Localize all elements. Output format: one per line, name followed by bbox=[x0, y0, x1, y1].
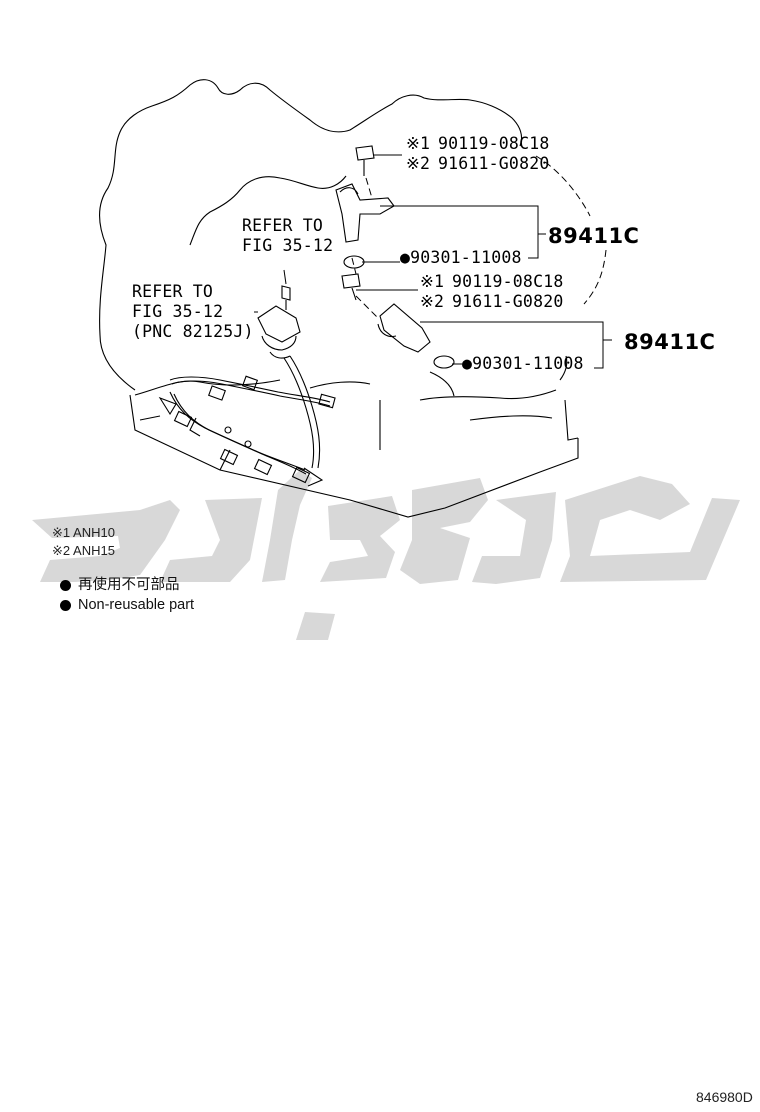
legend-en-text: Non-reusable part bbox=[78, 597, 195, 613]
upper-bolt-part-number-1[interactable]: 90119-08C18 bbox=[438, 134, 550, 153]
left-speed-sensor bbox=[257, 285, 324, 487]
upper-bolt-part-number-2[interactable]: 91611-G0820 bbox=[438, 154, 550, 173]
refer-a-line1: REFER TO bbox=[242, 216, 324, 235]
lower-sensor-group-number[interactable]: 89411C bbox=[624, 330, 716, 354]
upper-sensor-group-number[interactable]: 89411C bbox=[548, 224, 640, 248]
upper-variant-1-marker: ※1 bbox=[406, 134, 431, 153]
lower-variant-2-marker: ※2 bbox=[420, 292, 445, 311]
lower-oring-part-number[interactable]: ●90301-11008 bbox=[462, 354, 584, 373]
lower-bolt-part-number-1[interactable]: 90119-08C18 bbox=[452, 272, 564, 291]
watermark-logo bbox=[32, 470, 740, 640]
refer-b-figure-link[interactable]: FIG 35-12 bbox=[132, 302, 224, 321]
legend-jp-text: 再使用不可部品 bbox=[78, 577, 180, 593]
refer-a-figure-link[interactable]: FIG 35-12 bbox=[242, 236, 334, 255]
legend-bullet-jp bbox=[60, 580, 71, 591]
upper-speed-sensor bbox=[335, 145, 395, 269]
variant-note-1: ※1 ANH10 bbox=[52, 525, 115, 540]
upper-variant-2-marker: ※2 bbox=[406, 154, 431, 173]
variant-note-2: ※2 ANH15 bbox=[52, 543, 115, 558]
transmission-housing bbox=[98, 79, 579, 518]
upper-oring-part-number[interactable]: ●90301-11008 bbox=[400, 248, 522, 267]
refer-b-line1: REFER TO bbox=[132, 282, 214, 301]
lower-variant-1-marker: ※1 bbox=[420, 272, 445, 291]
legend-bullet-en bbox=[60, 600, 71, 611]
wire-harness bbox=[158, 375, 336, 484]
lower-bolt-part-number-2[interactable]: 91611-G0820 bbox=[452, 292, 564, 311]
refer-b-pnc: (PNC 82125J) bbox=[132, 322, 254, 341]
figure-reference: 846980D bbox=[696, 1089, 753, 1105]
leader-lines bbox=[254, 154, 612, 369]
dashed-boundaries bbox=[351, 155, 607, 319]
lower-speed-sensor bbox=[341, 273, 455, 369]
